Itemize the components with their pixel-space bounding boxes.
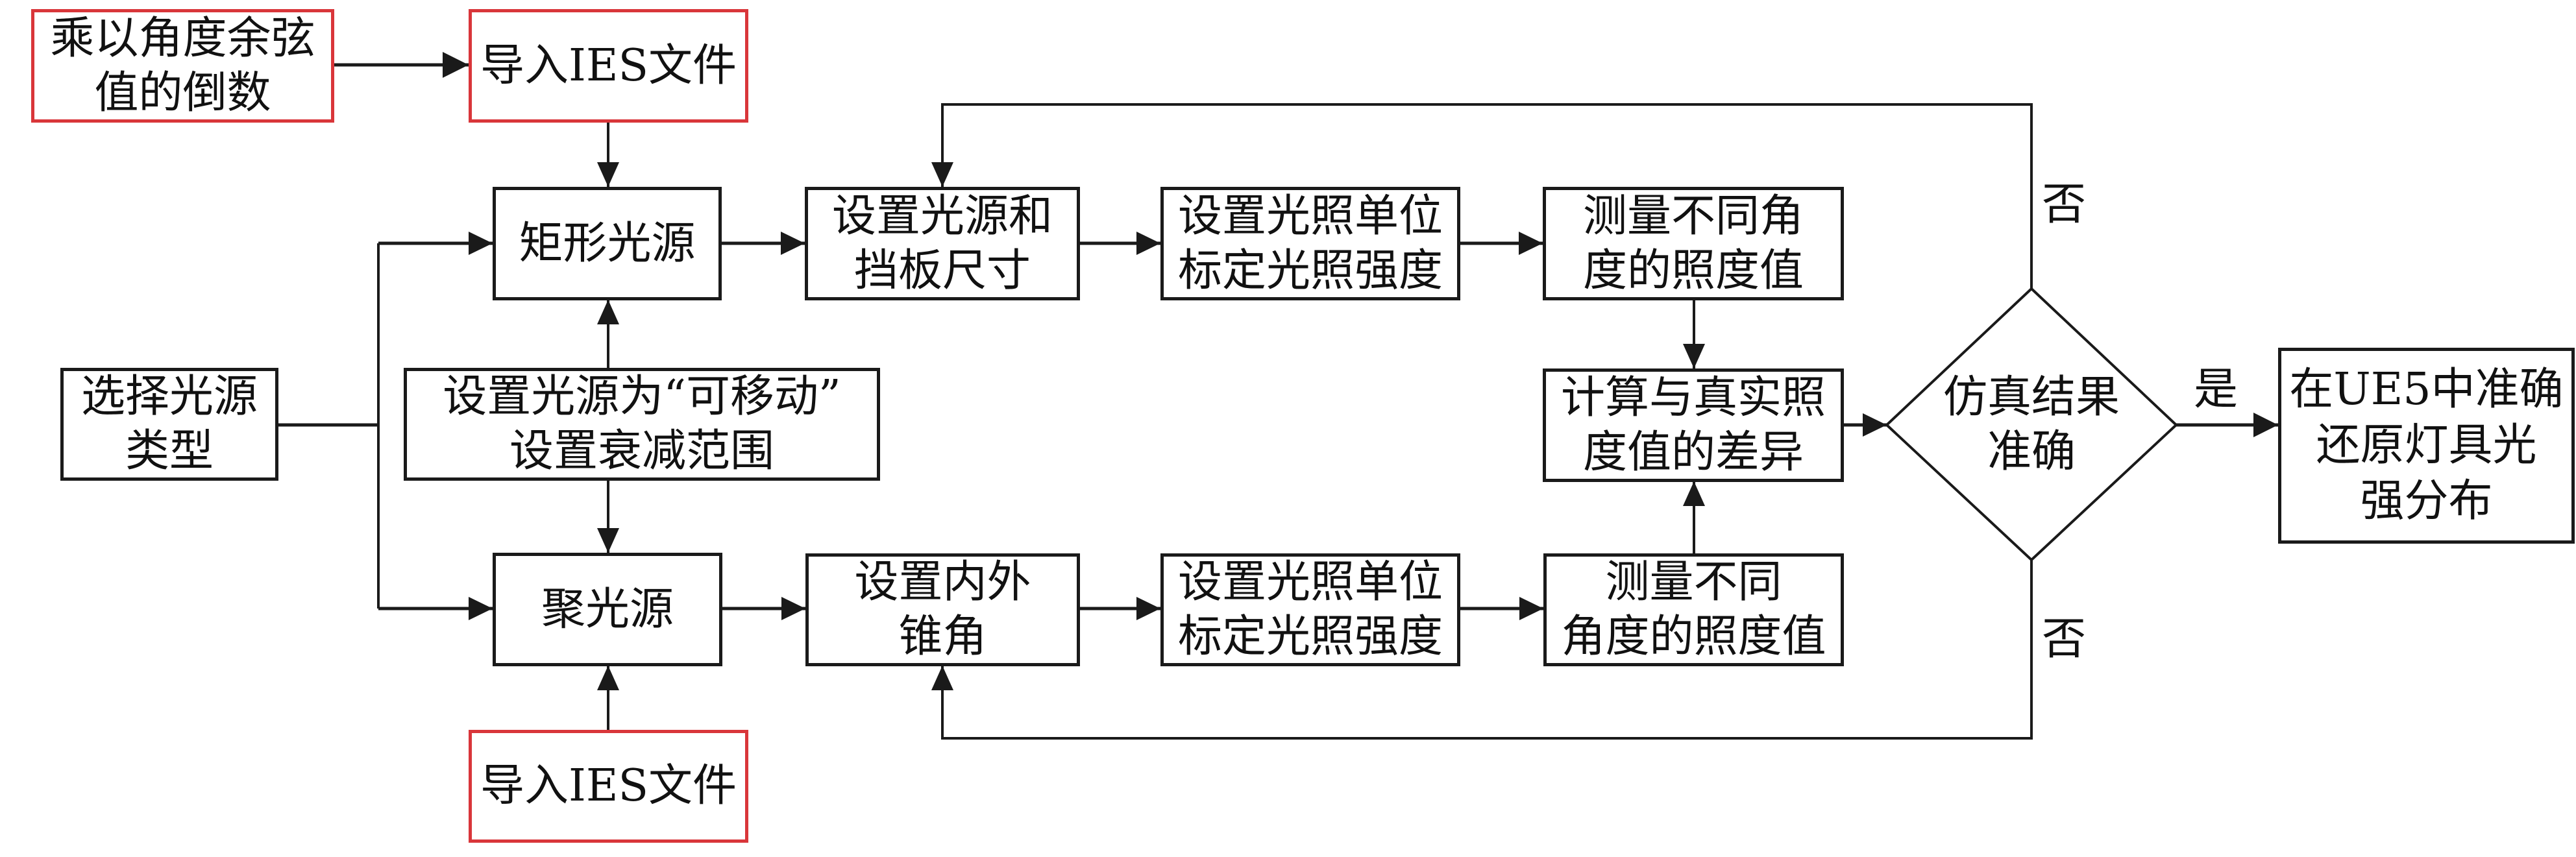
arrowhead (1863, 413, 1887, 437)
edge-decision-no-bottom-loop (941, 560, 2033, 740)
arrowhead (597, 162, 619, 187)
node-measure-lower: 测量不同 角度的照度值 (1543, 553, 1844, 666)
arrowhead (781, 597, 805, 620)
arrowhead (597, 528, 619, 553)
arrowhead (931, 162, 953, 187)
node-compute-diff: 计算与真实照 度值的差异 (1543, 368, 1844, 482)
node-set-cone-angles: 设置内外 锥角 (805, 553, 1080, 666)
node-import-ies-bottom: 导入IES文件 (469, 730, 748, 843)
edge-decision-no-top-loop (941, 103, 2033, 289)
node-select-light-type: 选择光源 类型 (60, 368, 278, 481)
node-movable-attenuation: 设置光源为“可移动” 设置衰减范围 (404, 368, 880, 481)
arrowhead (1136, 232, 1160, 255)
node-calib-upper: 设置光照单位 标定光照强度 (1160, 187, 1460, 300)
arrowhead (597, 666, 619, 690)
decision-label: 仿真结果 准确 (1943, 372, 2120, 477)
node-calib-lower: 设置光照单位 标定光照强度 (1160, 553, 1460, 666)
node-cosine-reciprocal: 乘以角度余弦 值的倒数 (31, 9, 334, 123)
node-import-ies-top: 导入IES文件 (469, 9, 748, 123)
edge-label-yes: 是 (2194, 364, 2239, 415)
node-spot-light: 聚光源 (493, 553, 722, 666)
node-set-size-baffle: 设置光源和 挡板尺寸 (805, 187, 1080, 300)
arrowhead (931, 666, 953, 690)
node-rect-light: 矩形光源 (493, 187, 722, 300)
arrowhead (597, 300, 619, 324)
node-final-result: 在UE5中准确 还原灯具光 强分布 (2278, 348, 2575, 544)
arrowhead (2253, 413, 2278, 437)
arrowhead (781, 232, 805, 255)
arrowhead (1519, 232, 1543, 255)
arrowhead (1519, 597, 1543, 620)
arrowhead (469, 232, 493, 255)
arrowhead (1136, 597, 1160, 620)
node-measure-upper: 测量不同角 度的照度值 (1543, 187, 1844, 300)
arrowhead (469, 597, 493, 620)
edge-label-no-top: 否 (2042, 179, 2087, 230)
arrowhead (1683, 481, 1705, 506)
arrowhead (1683, 344, 1705, 368)
edge-label-no-bottom: 否 (2042, 614, 2087, 665)
arrowhead (443, 52, 469, 78)
